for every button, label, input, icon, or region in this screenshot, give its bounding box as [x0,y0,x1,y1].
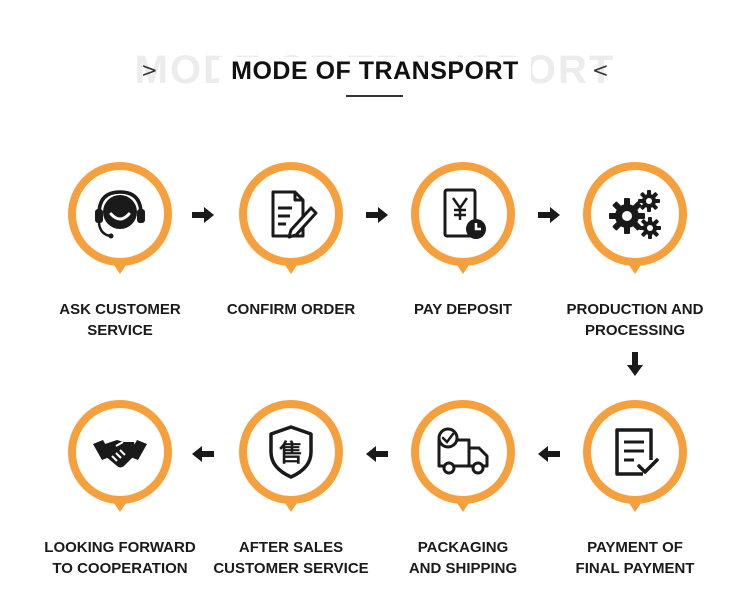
step-badge [583,400,687,512]
document-pen-icon [271,190,318,239]
gears-icon [609,190,661,239]
step-badge [583,162,687,274]
step-badge [68,400,172,512]
handshake-icon [93,440,147,468]
page-title: MODE OF TRANSPORT [0,57,750,86]
badge-ring [239,162,343,274]
delivery-truck-icon [437,427,489,475]
badge-ring [411,400,515,512]
shield-sale-icon: 售 [269,425,313,479]
step-label: CONFIRM ORDER [226,301,356,318]
checklist-document-icon [615,428,659,476]
title-underline [346,95,403,97]
arrow-right-icon [192,207,214,223]
step-badge [411,162,515,274]
arrow-left-icon [538,446,560,462]
step-badge [239,162,343,274]
badge-ring [239,400,343,512]
arrow-right-icon [366,207,388,223]
header: MODE OF TRANSPORT > < MODE OF TRANSPORT [0,0,750,110]
customer-service-headset-icon [95,190,145,239]
chevron-left-icon: > [141,58,158,82]
arrow-left-icon [192,446,214,462]
step-badge: 售 [239,400,343,512]
chevron-right-icon: < [592,58,609,82]
step-badge [68,162,172,274]
arrow-down-icon [627,352,643,376]
step-badge [411,400,515,512]
arrow-left-icon [366,446,388,462]
yen-invoice-clock-icon [443,188,486,239]
arrow-right-icon [538,207,560,223]
svg-text:售: 售 [279,439,303,467]
step-label: PAY DEPOSIT [413,301,513,318]
